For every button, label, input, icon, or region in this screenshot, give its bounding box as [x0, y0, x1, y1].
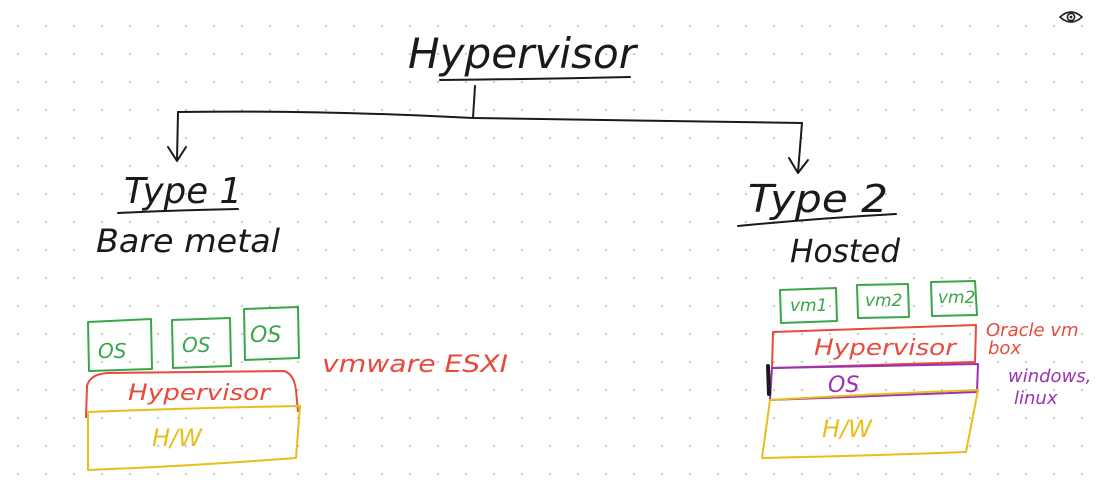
tree-connectors — [167, 85, 809, 174]
type2-example-hypervisor: Oracle vm box — [986, 320, 1084, 359]
diagram-title: Hypervisor — [408, 29, 639, 78]
type2-hardware-label: H/W — [822, 415, 873, 443]
view-toggle-button[interactable] — [1058, 6, 1084, 28]
type1-example: vmware ESXI — [322, 350, 508, 378]
type1-subtitle: Bare metal — [96, 222, 280, 260]
type2-vm-box — [779, 287, 838, 324]
type1-hardware-layer — [87, 405, 301, 471]
type2-hypervisor-layer — [771, 324, 977, 369]
type2-hypervisor-label: Hypervisor — [814, 336, 958, 361]
type1-os-box — [243, 306, 300, 361]
type2-vm-label: vm2 — [865, 291, 902, 311]
type1-os-label: OS — [182, 333, 211, 357]
type2-os-edge-mark — [766, 364, 771, 396]
title-underline — [439, 76, 631, 81]
type1-os-box — [171, 317, 232, 369]
type1-os-label: OS — [250, 323, 281, 348]
type2-underline — [737, 213, 897, 227]
type2-hardware-layer — [761, 389, 979, 459]
type2-heading: Type 2 — [748, 177, 888, 221]
type1-hypervisor-layer — [85, 370, 299, 419]
type1-os-label: OS — [98, 339, 127, 363]
type2-example-os: windows, linux — [1008, 366, 1097, 409]
type2-vm-boxes: vm1 vm2 vm2 — [779, 280, 978, 324]
type2-vm-box — [856, 283, 910, 319]
type2-vm-label: vm1 — [790, 296, 827, 316]
type1-os-box — [87, 318, 153, 372]
type1-os-boxes: OS OS OS — [87, 306, 300, 372]
type1-hypervisor-label: Hypervisor — [128, 381, 272, 406]
eye-icon — [1059, 11, 1083, 23]
type1-underline — [117, 208, 239, 214]
type2-os-label: OS — [828, 373, 859, 398]
type1-hardware-label: H/W — [152, 424, 203, 452]
type2-vm-box — [930, 280, 978, 317]
type2-vm-label: vm2 — [938, 288, 975, 308]
type2-subtitle: Hosted — [790, 232, 901, 270]
type1-heading: Type 1 — [124, 171, 242, 212]
